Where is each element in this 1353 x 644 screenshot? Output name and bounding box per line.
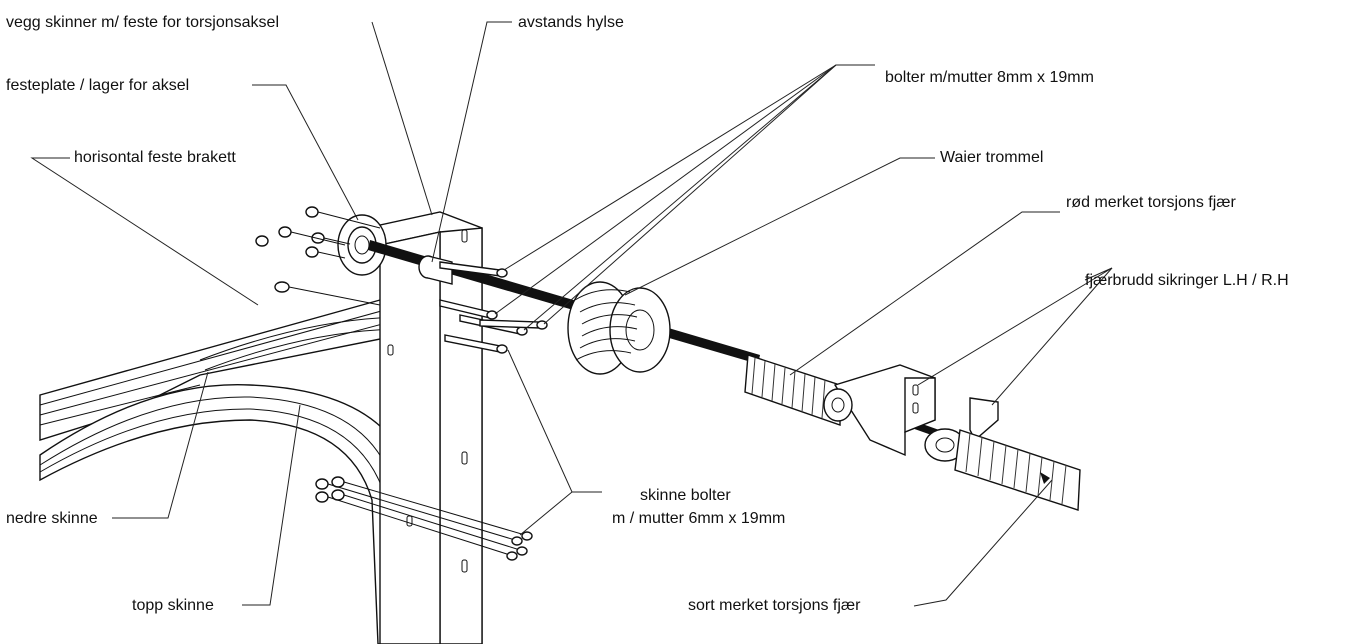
- label-lower-track: nedre skinne: [6, 510, 98, 527]
- label-wall-track: vegg skinner m/ feste for torsjonsaksel: [6, 14, 279, 31]
- wall-track: [379, 211, 483, 644]
- track-bolts-6mm: [315, 476, 533, 561]
- label-spacer: avstands hylse: [518, 14, 624, 31]
- label-bolts-8mm: bolter m/mutter 8mm x 19mm: [885, 69, 1094, 86]
- cable-drum: [567, 281, 671, 375]
- leader-bolts-3: [523, 64, 837, 331]
- assembly-drawing: [39, 206, 1081, 644]
- bearing-bolts: [255, 206, 381, 306]
- leader-black-spring: [913, 479, 1053, 607]
- leader-spacer: [431, 21, 512, 263]
- leader-bolts-2: [494, 64, 837, 315]
- label-bearing-plate: festeplate / lager for aksel: [6, 77, 189, 94]
- leader-cable-drum: [624, 157, 935, 296]
- leader-track-bolts-2: [519, 491, 573, 536]
- leader-lower-track: [112, 371, 209, 519]
- track-bolts-8mm: [439, 261, 548, 354]
- leader-bolts-4: [543, 64, 837, 325]
- label-black-spring: sort merket torsjons fjær: [688, 597, 861, 614]
- label-track-bolts-line1: skinne bolter: [640, 487, 731, 504]
- leader-red-spring: [789, 211, 1060, 376]
- leader-horizontal-bracket: [30, 157, 259, 306]
- leader-top-track: [242, 404, 301, 606]
- leader-bearing-plate: [252, 84, 359, 221]
- labels: vegg skinner m/ feste for torsjonsaksel …: [6, 14, 1289, 614]
- spring-safety-bracket: [924, 397, 999, 462]
- leader-spring-safety-2: [991, 267, 1113, 406]
- leader-bolts-1: [503, 64, 875, 271]
- leader-wall-track: [371, 21, 433, 216]
- black-torsion-spring: [954, 429, 1081, 511]
- label-cable-drum: Waier trommel: [940, 149, 1043, 166]
- center-bracket: [823, 364, 936, 457]
- red-torsion-spring: [744, 354, 841, 426]
- label-track-bolts-line2: m / mutter 6mm x 19mm: [612, 510, 785, 527]
- leader-spring-safety-1: [917, 267, 1113, 386]
- label-top-track: topp skinne: [132, 597, 214, 614]
- label-horizontal-bracket: horisontal feste brakett: [74, 149, 236, 166]
- leader-lines: [30, 21, 1113, 607]
- label-spring-safety: fjærbrudd sikringer L.H / R.H: [1085, 272, 1289, 289]
- label-red-spring: rød merket torsjons fjær: [1066, 194, 1236, 211]
